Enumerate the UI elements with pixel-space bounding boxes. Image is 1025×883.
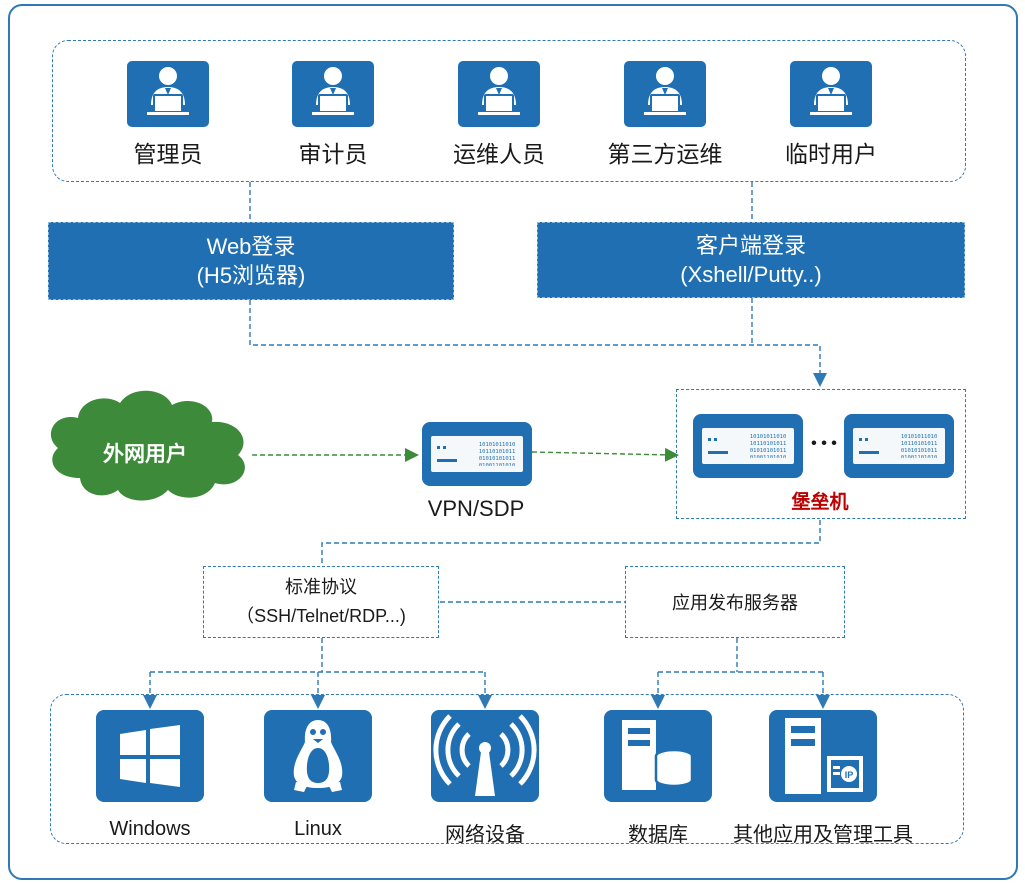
target-label: 其他应用及管理工具 (733, 824, 913, 846)
web-login-title: Web登录 (206, 234, 296, 259)
bastion-2-bits: 1010101101010110101011010101010110100110… (900, 434, 938, 458)
user-label: 临时用户 (785, 141, 877, 167)
user-1: 审计员 (273, 61, 393, 169)
admin-user-icon (127, 61, 209, 127)
bastion-ellipsis: • • • (811, 435, 837, 452)
protocol-subtitle: （SSH/Telnet/RDP...) (236, 606, 406, 626)
vpn-label: VPN/SDP (427, 496, 525, 521)
app-ip-server-icon: IP (769, 710, 877, 802)
client-login-subtitle: (Xshell/Putty..) (680, 262, 822, 287)
target-label: Linux (294, 818, 342, 840)
external-user-label: 外网用户 (103, 443, 187, 466)
bastion-1-bits: 1010101101010110101011010101010110100110… (749, 434, 787, 458)
user-3: 第三方运维 (605, 61, 725, 169)
target-3: 数据库 (563, 710, 753, 847)
vpn-bits: 1010101101010110101011010101010110100110… (478, 442, 516, 466)
network-device-icon (431, 710, 539, 802)
svg-text:IP: IP (845, 770, 854, 780)
app-publish-server-box: 应用发布服务器 (625, 566, 845, 638)
target-1: Linux (223, 710, 413, 841)
bastion-label: 堡垒机 (791, 492, 849, 513)
web-login-box[interactable]: Web登录 (H5浏览器) (48, 222, 454, 300)
target-label: 网络设备 (445, 824, 525, 846)
client-login-box[interactable]: 客户端登录 (Xshell/Putty..) (537, 222, 965, 298)
temp-user-icon (790, 61, 872, 127)
web-login-subtitle: (H5浏览器) (196, 263, 306, 288)
line-web-to-bastion (249, 300, 827, 387)
users-frame (52, 40, 966, 182)
ops-user-icon (458, 61, 540, 127)
third-party-user-icon (624, 61, 706, 127)
target-label: Windows (109, 818, 191, 840)
target-0: Windows (55, 710, 245, 841)
outer-frame (8, 4, 1018, 880)
bastion-server-2: 1010101101010110101011010101010110100110… (844, 414, 954, 478)
user-label: 运维人员 (453, 141, 545, 167)
standard-protocol-box: 标准协议 （SSH/Telnet/RDP...) (203, 566, 439, 638)
user-label: 管理员 (133, 141, 203, 167)
user-2: 运维人员 (439, 61, 559, 169)
auditor-user-icon (292, 61, 374, 127)
targets-frame (50, 694, 964, 844)
line-vpn-to-bastion (531, 447, 679, 462)
target-label: 数据库 (628, 824, 688, 846)
database-icon (604, 710, 712, 802)
line-bastion-to-protocol (321, 520, 821, 566)
target-2: 网络设备 (390, 710, 580, 847)
user-label: 第三方运维 (607, 141, 723, 167)
app-server-label: 应用发布服务器 (672, 593, 798, 613)
user-0: 管理员 (108, 61, 228, 169)
bastion-frame (676, 389, 966, 519)
cloud-shape (50, 390, 245, 501)
user-label: 审计员 (298, 141, 368, 167)
linux-penguin-icon (264, 710, 372, 802)
target-4: IP 其他应用及管理工具 (728, 710, 918, 847)
protocol-title: 标准协议 (285, 577, 357, 597)
bastion-server-1: 1010101101010110101011010101010110100110… (693, 414, 803, 478)
user-4: 临时用户 (771, 61, 891, 169)
windows-icon (96, 710, 204, 802)
client-login-title: 客户端登录 (695, 233, 806, 258)
vpn-device: 1010101101010110101011010101010110100110… (422, 422, 532, 486)
